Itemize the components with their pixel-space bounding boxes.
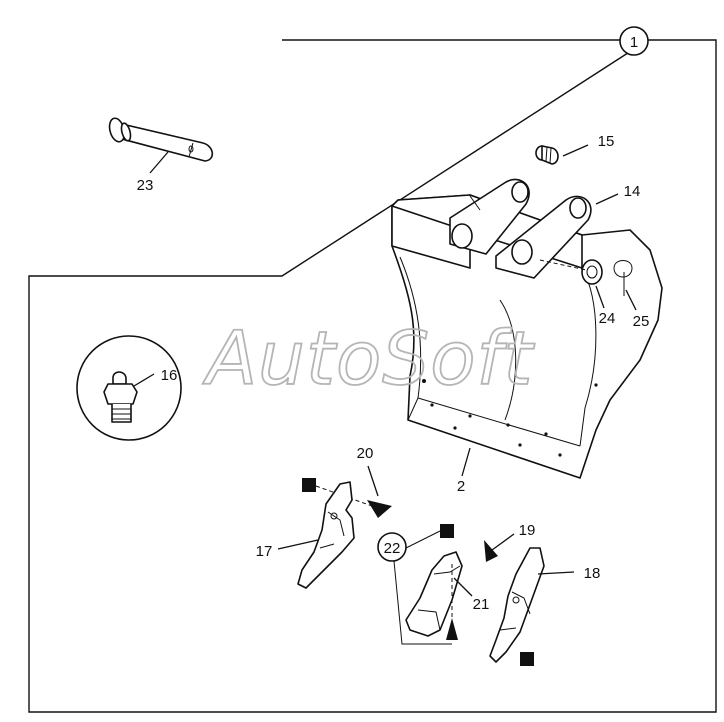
leader-24: [595, 285, 605, 309]
leader-2: [461, 447, 471, 477]
leader-19: [491, 533, 515, 551]
label-24: 24: [599, 310, 616, 327]
square-marker-20: [302, 478, 316, 492]
leader-25: [625, 289, 637, 311]
detail-circle-16: [76, 335, 182, 441]
bucket-part-2: [391, 178, 663, 479]
side-cutter-part-17: [297, 481, 355, 589]
label-21: 21: [473, 596, 490, 613]
pin-part-23: [108, 117, 214, 162]
leader-16: [133, 373, 155, 387]
diagram-frame: [28, 39, 717, 713]
label-17: 17: [256, 543, 273, 560]
side-cutter-part-18: [489, 547, 545, 663]
label-20: 20: [357, 445, 374, 462]
wedge-marker-21: [446, 618, 458, 640]
label-16: 16: [161, 367, 178, 384]
label-2: 2: [457, 478, 465, 495]
label-22: 22: [384, 540, 401, 557]
callout-22: 22: [377, 532, 407, 562]
square-marker-22: [440, 524, 454, 538]
wedge-marker-20: [367, 500, 392, 518]
leader-17: [277, 539, 319, 550]
leader-20: [367, 465, 379, 497]
label-15: 15: [598, 133, 615, 150]
wedge-marker-19: [484, 540, 498, 562]
square-marker-18: [520, 652, 534, 666]
leader-23: [149, 151, 169, 174]
watermark: AutoSoft: [202, 316, 535, 402]
leader-15: [562, 144, 589, 157]
label-23: 23: [137, 177, 154, 194]
label-18: 18: [584, 565, 601, 582]
tooth-part-21: [405, 551, 463, 637]
callout-1-label: 1: [630, 34, 638, 51]
fitting-part-15: [535, 145, 559, 165]
leader-21: [453, 577, 473, 597]
leader-18: [537, 571, 575, 575]
callout-1: 1: [619, 26, 649, 56]
label-14: 14: [624, 183, 641, 200]
label-19: 19: [519, 522, 536, 539]
leader-14: [595, 193, 619, 205]
label-25: 25: [633, 313, 650, 330]
